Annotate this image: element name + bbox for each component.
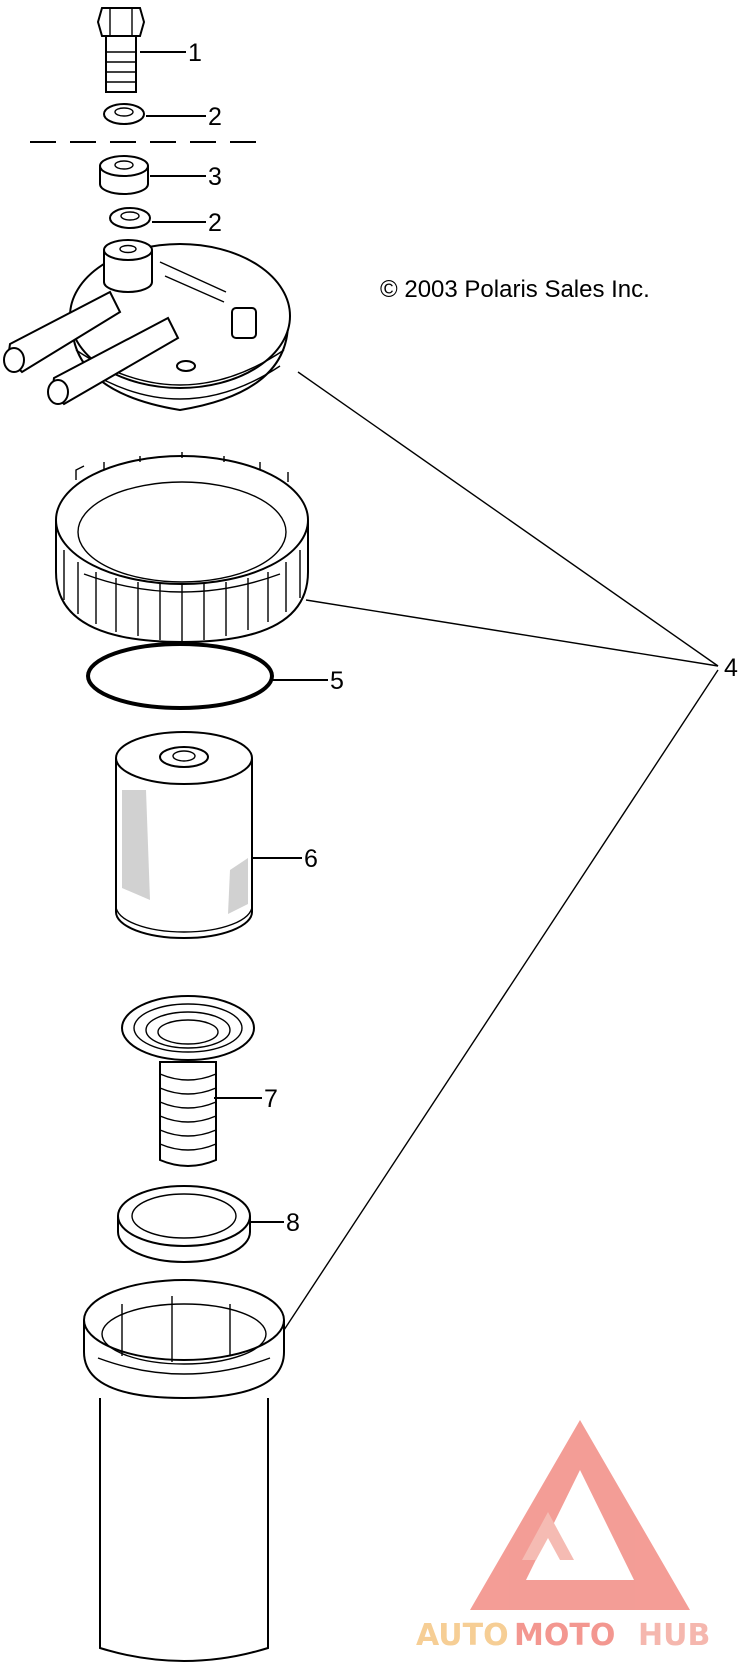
watermark-triangle-icon — [470, 1420, 690, 1610]
callout-8: 8 — [286, 1209, 300, 1237]
sealing-ring-part — [117, 1185, 251, 1263]
watermark-auto: AUTO — [416, 1618, 509, 1653]
washer-lower-part — [109, 207, 151, 229]
o-ring-part — [86, 642, 274, 710]
leader-lines — [140, 51, 719, 1331]
callout-2-top: 2 — [208, 103, 222, 131]
watermark-hub: HUB — [638, 1618, 710, 1653]
spring-part — [121, 995, 255, 1167]
callout-2-lower: 2 — [208, 209, 222, 237]
watermark-logo — [470, 1420, 690, 1610]
bolt-part — [96, 7, 146, 93]
retaining-ring-part — [55, 452, 309, 644]
callout-7: 7 — [264, 1085, 278, 1113]
watermark-moto: MOTO — [514, 1618, 615, 1653]
washer-top-part — [103, 103, 145, 125]
watermark-text: AUTO MOTO HUB — [416, 1618, 710, 1653]
watermark-inner-mark-icon — [522, 1512, 574, 1560]
callout-1: 1 — [188, 39, 202, 67]
callout-5: 5 — [330, 667, 344, 695]
spacer-part — [99, 155, 149, 195]
copyright-notice: © 2003 Polaris Sales Inc. — [380, 276, 650, 303]
filter-element-part — [115, 731, 253, 939]
filter-head-part — [3, 239, 291, 412]
callout-4: 4 — [724, 654, 738, 682]
callout-3: 3 — [208, 163, 222, 191]
callout-labels: 1 2 3 2 4 5 6 7 8 — [188, 39, 738, 1237]
callout-6: 6 — [304, 845, 318, 873]
filter-bowl-part — [83, 1279, 285, 1662]
